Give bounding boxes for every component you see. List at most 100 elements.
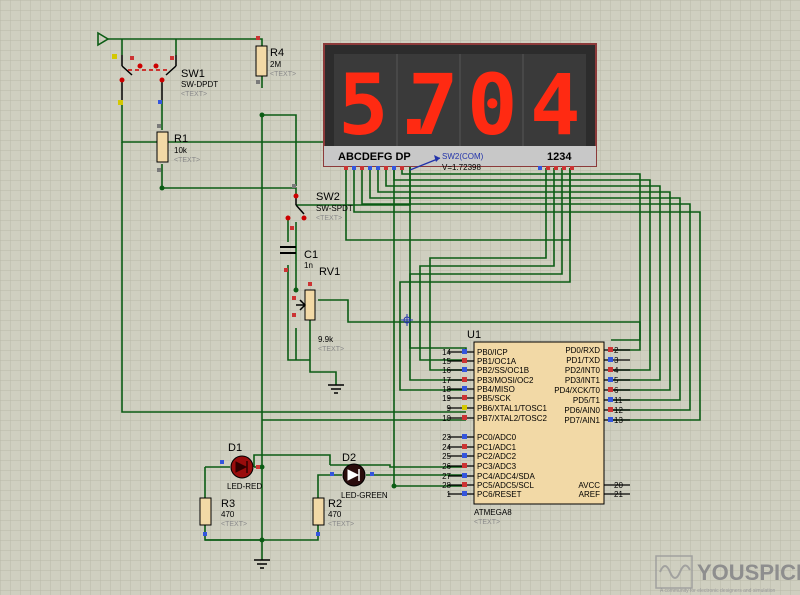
sw1-text: <TEXT> — [181, 91, 207, 98]
d1-type: LED-RED — [227, 482, 262, 491]
mcu-pin-state-11 — [608, 397, 613, 402]
mcu-pin-state-10 — [462, 415, 467, 420]
mcu-pin-state-16 — [462, 367, 467, 372]
r2-resistor[interactable] — [312, 497, 325, 526]
mcu-pin-state-6 — [608, 387, 613, 392]
mcu-pin-num-13: 13 — [614, 416, 623, 425]
display-digit-label: 1234 — [547, 151, 572, 163]
mcu-pin-num-20: 20 — [614, 481, 623, 490]
mcu-pin-name-13: PD7/AIN1 — [564, 416, 600, 425]
input-terminal-icon[interactable] — [97, 31, 110, 47]
mcu-pin-name-5: PD3/INT1 — [565, 376, 601, 385]
mcu-pin-name-28: PC5/ADC5/SCL — [477, 481, 534, 490]
display-pins — [344, 166, 574, 170]
r4-resistor[interactable] — [255, 45, 268, 77]
mcu-pin-num-25: 25 — [442, 452, 451, 461]
mcu-pin-state-26 — [462, 463, 467, 468]
display-segment-label: ABCDEFG DP — [338, 151, 411, 163]
sw2-ref: SW2 — [316, 191, 340, 203]
rv1-ref: RV1 — [319, 266, 340, 278]
mcu-pin-name-9: PB6/XTAL1/TOSC1 — [477, 404, 548, 413]
ground-icon-rv1 — [328, 384, 344, 394]
mcu-pin-state-24 — [462, 444, 467, 449]
r1-value: 10k — [174, 146, 188, 155]
rv1-text: <TEXT> — [318, 346, 344, 353]
mcu-pin-num-16: 16 — [442, 366, 451, 375]
ground-icon-leds — [254, 559, 270, 569]
rv1-potentiometer[interactable] — [292, 282, 316, 321]
r3-value: 470 — [221, 510, 235, 519]
mcu-pin-name-4: PD2/INT0 — [565, 366, 601, 375]
mcu-pin-num-11: 11 — [614, 396, 623, 405]
d2-led[interactable] — [330, 463, 374, 487]
r4-ref: R4 — [270, 47, 284, 59]
display-digit-3: 0 — [467, 56, 518, 154]
mcu-pin-name-27: PC4/ADC4/SDA — [477, 472, 535, 481]
mcu-pin-num-3: 3 — [614, 356, 619, 365]
mcu-pin-state-25 — [462, 453, 467, 458]
mcu-body[interactable] — [473, 341, 605, 505]
display-digit-4: 4 — [530, 56, 581, 154]
mcu-pin-name-12: PD6/AIN0 — [564, 406, 600, 415]
mcu-pin-state-4 — [608, 367, 613, 372]
mcu-pin-state-27 — [462, 473, 467, 478]
mcu-pin-name-3: PD1/TXD — [566, 356, 600, 365]
mcu-pin-state-5 — [608, 377, 613, 382]
d2-ref: D2 — [342, 452, 356, 464]
r1-text: <TEXT> — [174, 157, 200, 164]
mcu-part: ATMEGA8 — [474, 508, 512, 517]
mcu-pin-name-24: PC1/ADC1 — [477, 443, 517, 452]
seven-segment-display[interactable] — [323, 43, 597, 167]
mcu-pin-state-2 — [608, 347, 613, 352]
mcu-pin-name-2: PD0/RXD — [565, 346, 600, 355]
mcu-pin-name-10: PB7/XTAL2/TOSC2 — [477, 414, 548, 423]
youspice-logo-icon — [655, 555, 693, 589]
mcu-pin-name-14: PB0/ICP — [477, 348, 508, 357]
r3-resistor[interactable] — [199, 497, 212, 526]
mcu-pin-num-2: 2 — [614, 346, 619, 355]
d2-type: LED-GREEN — [341, 491, 388, 500]
mcu-pin-state-19 — [462, 395, 467, 400]
mcu-pin-name-16: PB2/SS/OC1B — [477, 366, 529, 375]
mcu-pin-state-18 — [462, 386, 467, 391]
sw1-type: SW-DPDT — [181, 80, 218, 89]
mcu-pin-num-28: 28 — [442, 481, 451, 490]
mcu-pin-num-5: 5 — [614, 376, 619, 385]
sw2-component[interactable] — [285, 184, 307, 230]
r4-value: 2M — [270, 60, 281, 69]
mcu-pin-name-15: PB1/OC1A — [477, 357, 517, 366]
d1-ref: D1 — [228, 442, 242, 454]
r2-value: 470 — [328, 510, 342, 519]
mcu-pin-num-21: 21 — [614, 490, 623, 499]
c1-value: 1n — [304, 261, 313, 270]
r4-text: <TEXT> — [270, 71, 296, 78]
mcu-pin-name-6: PD4/XCK/T0 — [554, 386, 600, 395]
sw2-type: SW-SPDT — [316, 204, 353, 213]
mcu-pin-state-9 — [462, 405, 467, 410]
c1-ref: C1 — [304, 249, 318, 261]
r3-ref: R3 — [221, 498, 235, 510]
mcu-pin-state-15 — [462, 358, 467, 363]
d1-led[interactable] — [220, 455, 260, 479]
mcu-pin-state-17 — [462, 377, 467, 382]
sw1-component[interactable] — [112, 54, 177, 105]
r2-text: <TEXT> — [328, 521, 354, 528]
mcu-pin-state-12 — [608, 407, 613, 412]
r1-resistor[interactable] — [156, 131, 169, 163]
sw2-text: <TEXT> — [316, 215, 342, 222]
mcu-pin-name-21: AREF — [579, 490, 600, 499]
mcu-pin-num-15: 15 — [442, 357, 451, 366]
mcu-pin-num-12: 12 — [614, 406, 623, 415]
mcu-pin-num-1: 1 — [447, 490, 452, 499]
mcu-pin-name-25: PC2/ADC2 — [477, 452, 517, 461]
c1-capacitor[interactable] — [280, 246, 296, 272]
mcu-pin-num-26: 26 — [442, 462, 451, 471]
mcu-text: <TEXT> — [474, 519, 500, 526]
r2-ref: R2 — [328, 498, 342, 510]
voltage-probe-icon[interactable] — [409, 155, 441, 171]
watermark-brand: YOUSPICE — [697, 560, 800, 585]
mcu-pin-num-23: 23 — [442, 433, 451, 442]
mcu-pin-name-19: PB5/SCK — [477, 394, 511, 403]
